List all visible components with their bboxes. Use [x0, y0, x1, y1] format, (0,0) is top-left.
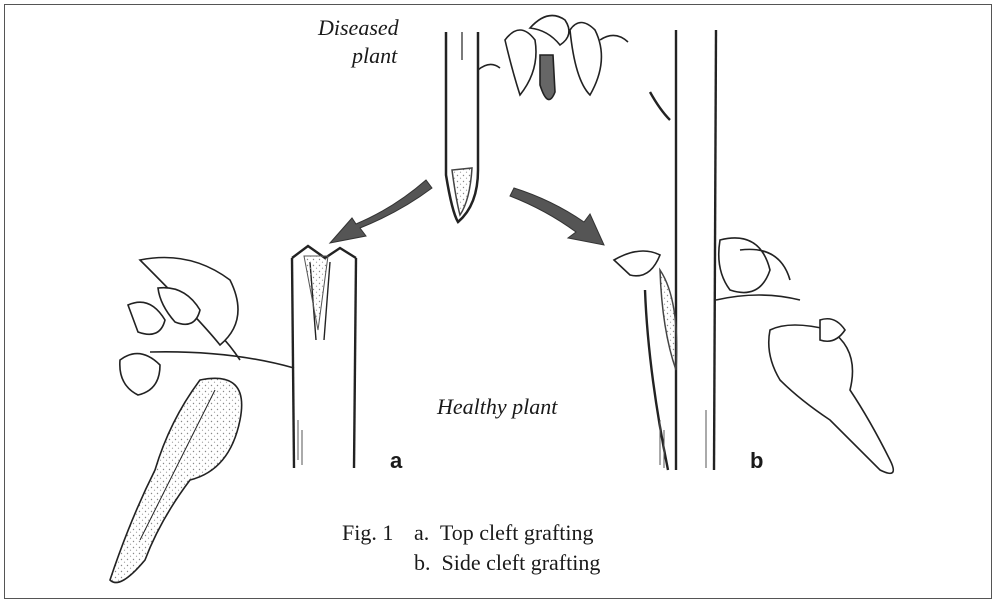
diseased-label-line2: plant: [318, 42, 399, 70]
diseased-leaves: [478, 16, 628, 100]
panel-b-label: b: [750, 448, 763, 474]
arrow-to-side-cleft: [510, 188, 604, 245]
leaves-b: [614, 238, 893, 473]
caption-indent: [342, 548, 414, 578]
cleft-a: [304, 256, 328, 330]
healthy-plant-label: Healthy plant: [437, 394, 557, 420]
figure-caption: Fig. 1 a. Top cleft grafting b. Side cle…: [342, 518, 600, 578]
leaves-a: [110, 258, 294, 583]
caption-line-a: a. Top cleft grafting: [414, 518, 594, 548]
caption-line-b: b. Side cleft grafting: [414, 548, 600, 578]
panel-a-label: a: [390, 448, 402, 474]
diseased-label-line1: Diseased: [318, 14, 399, 42]
scion-b: [645, 270, 677, 470]
rootstock-b: [650, 30, 716, 470]
arrow-to-top-cleft: [330, 180, 432, 243]
caption-fig-number: Fig. 1: [342, 518, 414, 548]
diseased-plant-label: Diseased plant: [318, 14, 399, 70]
